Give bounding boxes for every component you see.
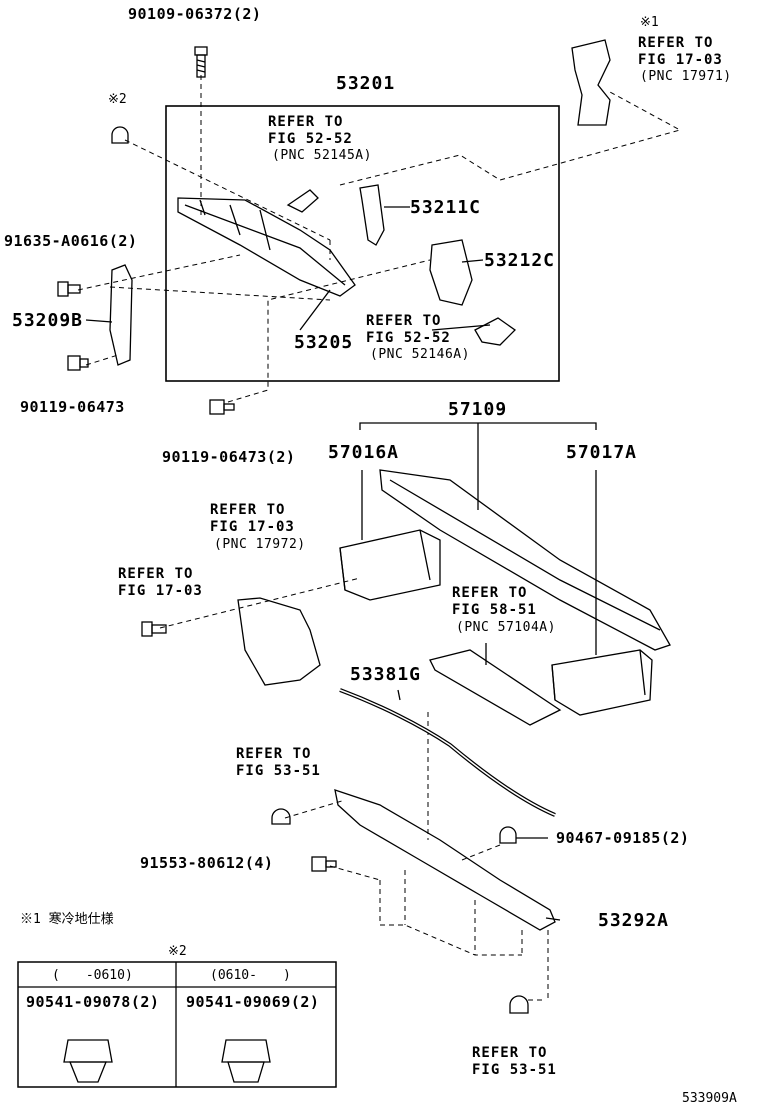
note-1-text: ※1 寒冷地仕様 xyxy=(20,912,114,927)
bracket-53211c xyxy=(359,184,385,246)
part-number-53205[interactable]: 53205 xyxy=(294,332,354,353)
refer-a-1[interactable]: REFER TO xyxy=(268,114,344,130)
clip-icon xyxy=(111,126,129,144)
refer-c-2[interactable]: FIG 17-03 xyxy=(210,519,295,535)
refer-f-2[interactable]: FIG 53-51 xyxy=(236,763,321,779)
part-number-53211c[interactable]: 53211C xyxy=(410,197,482,218)
radiator-support-upper xyxy=(177,197,356,297)
part-number-53209b[interactable]: 53209B xyxy=(12,310,84,331)
refer-e-1[interactable]: REFER TO xyxy=(452,585,528,601)
refer-a-2[interactable]: FIG 52-52 xyxy=(268,131,353,147)
refer-e-3: (PNC 57104A) xyxy=(456,620,556,635)
crush-box-left xyxy=(339,529,441,601)
bracket-top-right xyxy=(571,39,611,126)
assembly-frame xyxy=(165,105,560,382)
part-number-53212c[interactable]: 53212C xyxy=(484,250,556,271)
table-mark: ※2 xyxy=(168,944,187,959)
table-col2-part[interactable]: 90541-09069(2) xyxy=(186,993,320,1011)
part-number-53201[interactable]: 53201 xyxy=(336,73,396,94)
note-mark-2: ※2 xyxy=(108,92,127,107)
lower-support-53292a xyxy=(334,789,556,931)
refer-c-3: (PNC 17972) xyxy=(214,537,306,552)
table-col2-header: (0610- ) xyxy=(210,968,291,983)
clip-icon xyxy=(221,1039,271,1063)
bumper-bar xyxy=(429,649,562,726)
part-number-90119-center[interactable]: 90119-06473(2) xyxy=(162,448,296,466)
refer-b-2[interactable]: FIG 52-52 xyxy=(366,330,451,346)
part-number-90119-left[interactable]: 90119-06473 xyxy=(20,398,125,416)
part-number-91553[interactable]: 91553-80612(4) xyxy=(140,854,274,872)
refer-b-1[interactable]: REFER TO xyxy=(366,313,442,329)
bracket-53212c xyxy=(429,239,473,306)
refer-a-3: (PNC 52145A) xyxy=(272,148,372,163)
part-number-91635[interactable]: 91635-A0616(2) xyxy=(4,232,138,250)
refer-f-1[interactable]: REFER TO xyxy=(236,746,312,762)
part-number-53381g[interactable]: 53381G xyxy=(350,664,422,685)
crush-box-right xyxy=(551,649,653,716)
refer-top-right-2[interactable]: FIG 17-03 xyxy=(638,52,723,68)
refer-b-3: (PNC 52146A) xyxy=(370,347,470,362)
refer-d-1[interactable]: REFER TO xyxy=(118,566,194,582)
refer-d-2[interactable]: FIG 17-03 xyxy=(118,583,203,599)
refer-g-2[interactable]: FIG 53-51 xyxy=(472,1062,557,1078)
refer-top-right-1[interactable]: REFER TO xyxy=(638,35,714,51)
part-number-53292a[interactable]: 53292A xyxy=(598,910,670,931)
bumper-reinforcement xyxy=(379,469,671,651)
table-col1-header: ( -0610) xyxy=(52,968,133,983)
part-number-57017a[interactable]: 57017A xyxy=(566,442,638,463)
splash-shield xyxy=(237,597,321,686)
bolt-icon xyxy=(194,46,208,78)
diagram-id: 533909A xyxy=(682,1091,737,1106)
clip-icon xyxy=(63,1039,113,1063)
part-number-57016a[interactable]: 57016A xyxy=(328,442,400,463)
variant-table-frame xyxy=(17,961,337,1088)
refer-top-right-3: (PNC 17971) xyxy=(640,69,732,84)
brace-53209b xyxy=(109,264,133,366)
part-number-57109[interactable]: 57109 xyxy=(448,399,508,420)
part-number-90109: 90109-06372(2) xyxy=(128,5,262,23)
refer-c-1[interactable]: REFER TO xyxy=(210,502,286,518)
table-col1-part[interactable]: 90541-09078(2) xyxy=(26,993,160,1011)
note-mark-1: ※1 xyxy=(640,15,659,30)
refer-e-2[interactable]: FIG 58-51 xyxy=(452,602,537,618)
part-number-90467[interactable]: 90467-09185(2) xyxy=(556,829,690,847)
refer-g-1[interactable]: REFER TO xyxy=(472,1045,548,1061)
